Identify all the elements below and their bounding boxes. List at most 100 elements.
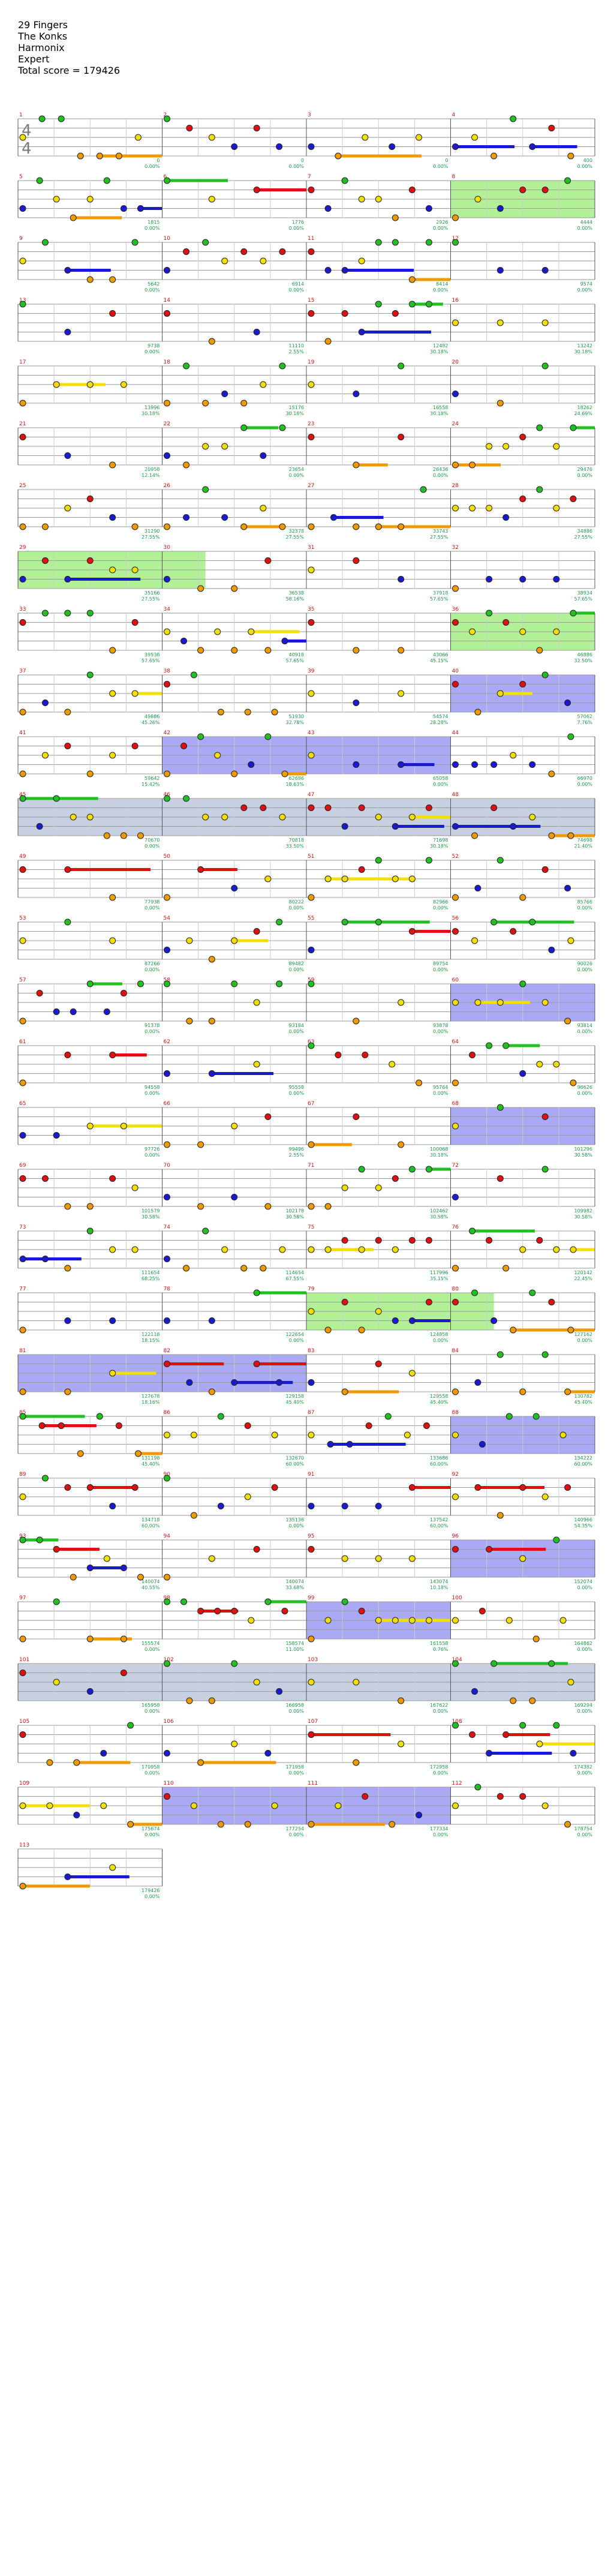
note-gem — [217, 1503, 224, 1509]
note-gem — [375, 239, 382, 246]
measure-score: 1815 — [148, 220, 159, 225]
measure-percent: 0.00% — [577, 905, 593, 911]
note-gem — [474, 1484, 481, 1491]
song-charter: Harmonix — [18, 42, 65, 53]
measure-score: 33743 — [433, 529, 448, 534]
note-gem — [208, 134, 215, 141]
note-gem — [510, 1697, 517, 1704]
note-gem — [164, 1431, 170, 1439]
note-gem — [103, 1008, 110, 1015]
note-gem — [510, 1326, 517, 1334]
note-gem — [100, 1802, 107, 1809]
measure-score: 124858 — [430, 1332, 449, 1337]
note-gem — [519, 980, 526, 987]
note-gem — [271, 708, 278, 716]
note-gem — [536, 1237, 543, 1244]
note-gem — [452, 239, 459, 246]
note-gem — [120, 381, 127, 388]
measure-percent: 57.65% — [285, 658, 304, 663]
note-gem — [109, 1175, 116, 1182]
staff-row: 333953857.65%344091857.65%354306645.15%3… — [17, 607, 595, 663]
note-gem — [19, 1536, 26, 1544]
note-gem — [425, 205, 432, 212]
note-gem — [53, 381, 60, 388]
measure-number: 75 — [308, 1224, 314, 1230]
measure-number: 69 — [19, 1163, 26, 1169]
measure-score: 158574 — [285, 1641, 304, 1646]
measure-number: 73 — [19, 1224, 26, 1230]
note-gem — [553, 628, 560, 635]
note-gem — [358, 257, 365, 265]
measure-number: 21 — [19, 421, 26, 427]
note-gem — [41, 523, 49, 530]
note-gem — [19, 523, 26, 530]
staff-row: 293516627.55%303653858.16%313791857.65%3… — [17, 545, 595, 602]
note-gem — [186, 937, 193, 944]
note-gem — [519, 576, 526, 583]
measure-score: 85766 — [577, 899, 592, 905]
measure-number: 9 — [19, 236, 23, 242]
measure-score: 152074 — [574, 1579, 592, 1584]
measure-percent: 30.58% — [574, 1214, 592, 1220]
measure-score: 99496 — [289, 1146, 304, 1152]
note-gem — [260, 804, 267, 811]
measure-number: 3 — [308, 112, 311, 118]
note-gem — [109, 1052, 116, 1058]
note-gem — [519, 434, 526, 440]
measure-percent: 32.50% — [574, 658, 592, 663]
note-gem — [335, 1052, 342, 1058]
note-gem — [541, 1113, 549, 1120]
note-gem — [358, 1246, 365, 1253]
measure-number: 99 — [308, 1595, 315, 1601]
note-gem — [425, 1166, 432, 1173]
note-gem — [452, 1299, 459, 1305]
note-gem — [279, 1246, 286, 1253]
note-gem — [231, 1379, 238, 1386]
note-gem — [231, 1608, 238, 1614]
note-gem — [109, 276, 116, 283]
song-difficulty: Expert — [18, 53, 50, 65]
note-gem — [341, 1388, 348, 1395]
measure-number: 12 — [452, 236, 459, 242]
note-gem — [452, 1122, 459, 1130]
measure-number: 42 — [164, 730, 170, 736]
note-gem — [202, 486, 209, 493]
measure-percent: 0.00% — [577, 1770, 593, 1776]
staff-row: 8112767818.16%8212915845.40%8312955845.4… — [17, 1348, 595, 1405]
note-gem — [19, 708, 26, 716]
note-gem — [529, 918, 536, 926]
note-gem — [559, 1617, 567, 1624]
note-gem — [231, 770, 238, 777]
note-gem — [553, 1246, 560, 1253]
note-gem — [197, 1203, 204, 1210]
measure-percent: 0.00% — [577, 1832, 593, 1838]
measure-percent: 0.00% — [145, 287, 160, 293]
note-gem — [197, 866, 204, 873]
note-gem — [452, 214, 459, 221]
note-gem — [41, 1256, 49, 1262]
note-gem — [408, 1317, 416, 1324]
measure-percent: 18.15% — [142, 1338, 160, 1343]
measure-percent: 30.18% — [430, 349, 449, 355]
note-gem — [137, 980, 144, 987]
measure-number: 34 — [164, 607, 171, 613]
measure-score: 89482 — [289, 961, 304, 966]
note-gem — [474, 1379, 481, 1386]
measure-number: 51 — [308, 854, 314, 860]
measure-percent: 33.50% — [285, 843, 304, 849]
note-gem — [264, 733, 272, 740]
measure-percent: 30.18% — [574, 349, 592, 355]
note-gem — [183, 514, 190, 521]
note-gem — [41, 1475, 49, 1482]
note-gem — [244, 1493, 251, 1500]
note-gem — [19, 1731, 26, 1738]
measure-percent: 60.00% — [142, 1523, 160, 1529]
measure-score: 101579 — [142, 1208, 160, 1214]
note-gem — [519, 1070, 526, 1077]
note-gem — [86, 610, 94, 617]
note-gem — [231, 647, 238, 654]
note-gem — [408, 301, 416, 308]
measure-percent: 57.65% — [574, 596, 592, 602]
measure-score: 111654 — [142, 1270, 160, 1275]
